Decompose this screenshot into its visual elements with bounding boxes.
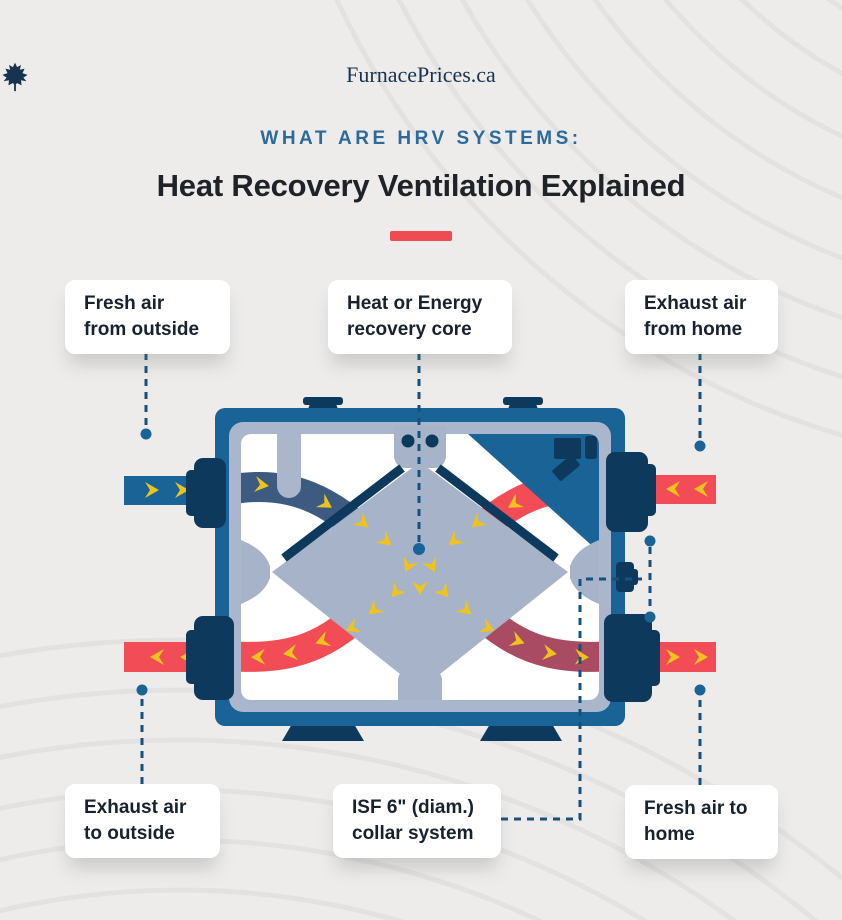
label-recovery-core: Heat or Energy recovery core [328,280,512,355]
label-exhaust-air-to-outside: Exhaust air to outside [65,784,220,859]
switch-icon [552,455,580,481]
core-mount-right [570,540,599,604]
title-accent-bar [390,231,452,241]
label-collar-system: ISF 6" (diam.) collar system [333,784,501,859]
vent-slot-icon [585,436,597,459]
inner-column [277,428,301,498]
label-fresh-air-from-outside: Fresh air from outside [65,280,230,355]
core-edge-left [281,464,405,562]
brand-name: FurnacePrices.ca [346,62,496,87]
port-collars [186,452,660,702]
kicker: WHAT ARE HRV SYSTEMS: [260,128,582,149]
unit-feet [282,724,562,741]
recovery-core [272,462,568,690]
core-mount-left [241,540,270,604]
core-edge-right [435,464,559,562]
exhaust-intake-duct [648,475,716,504]
connectors [140,353,702,821]
maple-leaf-icon [2,62,28,92]
control-corner [468,434,599,552]
connector-collar [501,577,642,821]
isf-collar [616,562,638,592]
label-exhaust-air-from-home: Exhaust air from home [625,280,778,355]
page-title: Heat Recovery Ventilation Explained [156,168,686,203]
brand: FurnacePrices.ca [0,62,842,92]
label-fresh-air-to-home: Fresh air to home [625,785,778,860]
connector-dots [136,428,706,696]
vent-grille-icon [554,438,581,459]
